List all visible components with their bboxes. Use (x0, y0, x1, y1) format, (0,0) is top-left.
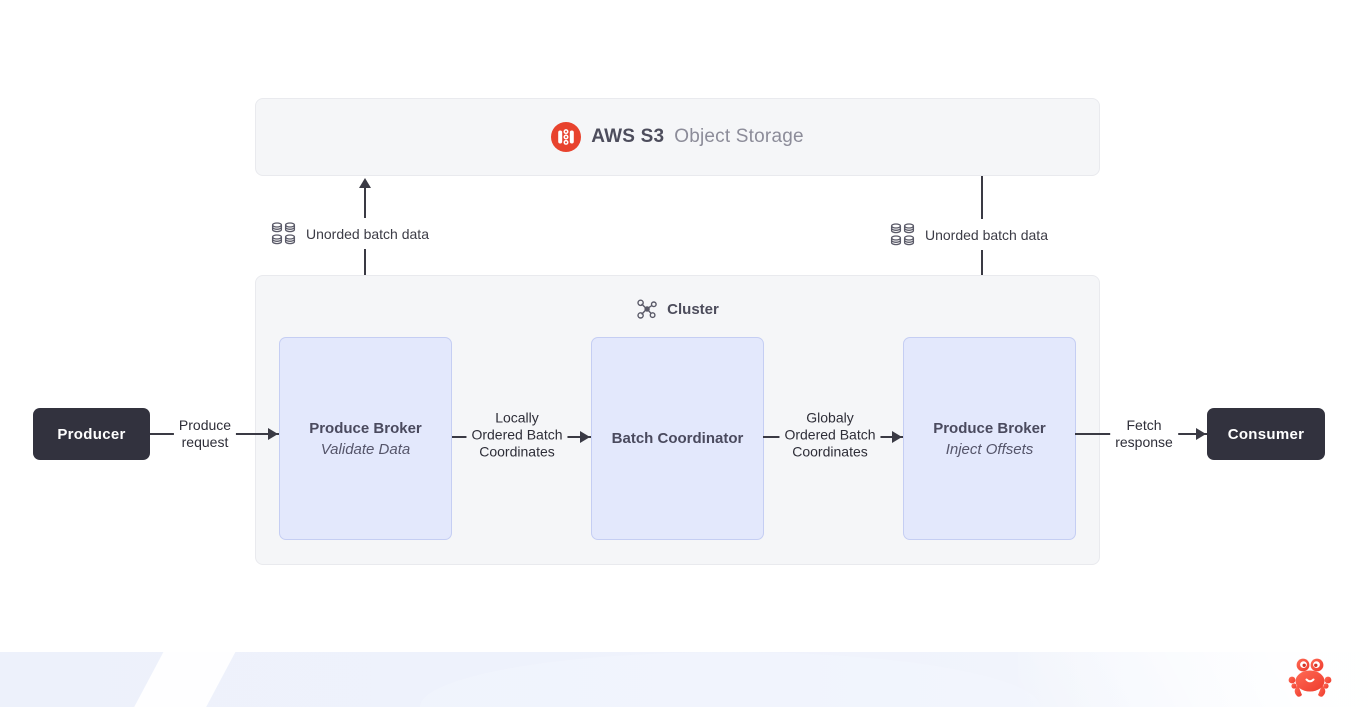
footer-decoration (420, 652, 1040, 707)
node-title: Batch Coordinator (611, 430, 744, 447)
connector-label-produce-request: Produce request (173, 413, 237, 455)
database-grid-icon (889, 221, 916, 248)
batch-coordinator-node: Batch Coordinator (591, 337, 764, 540)
footer-band (0, 652, 1368, 707)
connector-arrowhead (1196, 428, 1206, 440)
connector-label-fetch-response: Fetch response (1110, 413, 1178, 455)
producer-label: Producer (57, 425, 126, 443)
s3-storage-panel: AWS S3 Object Storage (255, 98, 1100, 176)
connector-label-locally-ordered: Locally Ordered Batch Coordinates (466, 406, 568, 464)
upload-arrowhead (359, 178, 371, 188)
consumer-box: Consumer (1207, 408, 1325, 460)
produce-broker-inject-node: Produce Broker Inject Offsets (903, 337, 1076, 540)
connector-label-globaly-ordered: Globaly Ordered Batch Coordinates (779, 406, 881, 464)
footer-decoration (129, 652, 239, 707)
node-title: Produce Broker (933, 419, 1046, 437)
batch-data-text: Unorded batch data (306, 225, 429, 242)
producer-box: Producer (33, 408, 150, 460)
download-arrow-line (981, 176, 983, 328)
cluster-header: Cluster (256, 298, 1099, 320)
upload-arrow-line (364, 186, 366, 337)
crab-logo-icon (1286, 655, 1334, 699)
s3-logo-icon (551, 122, 582, 152)
batch-data-label-right: Unorded batch data (887, 219, 1054, 250)
cluster-title: Cluster (667, 300, 719, 318)
connector-arrowhead (892, 431, 902, 443)
node-subtitle: Inject Offsets (945, 440, 1034, 458)
connector-arrowhead (580, 431, 590, 443)
node-subtitle: Validate Data (320, 440, 411, 458)
produce-broker-validate-node: Produce Broker Validate Data (279, 337, 452, 540)
batch-data-label-left: Unorded batch data (268, 218, 435, 249)
cluster-nodes-icon (636, 298, 658, 320)
connector-arrowhead (268, 428, 278, 440)
database-grid-icon (270, 220, 297, 247)
s3-panel-subtitle: Object Storage (674, 126, 804, 147)
node-title: Produce Broker (309, 419, 422, 437)
batch-data-text: Unorded batch data (925, 226, 1048, 243)
consumer-label: Consumer (1227, 425, 1305, 443)
s3-panel-title: AWS S3 (591, 126, 665, 147)
